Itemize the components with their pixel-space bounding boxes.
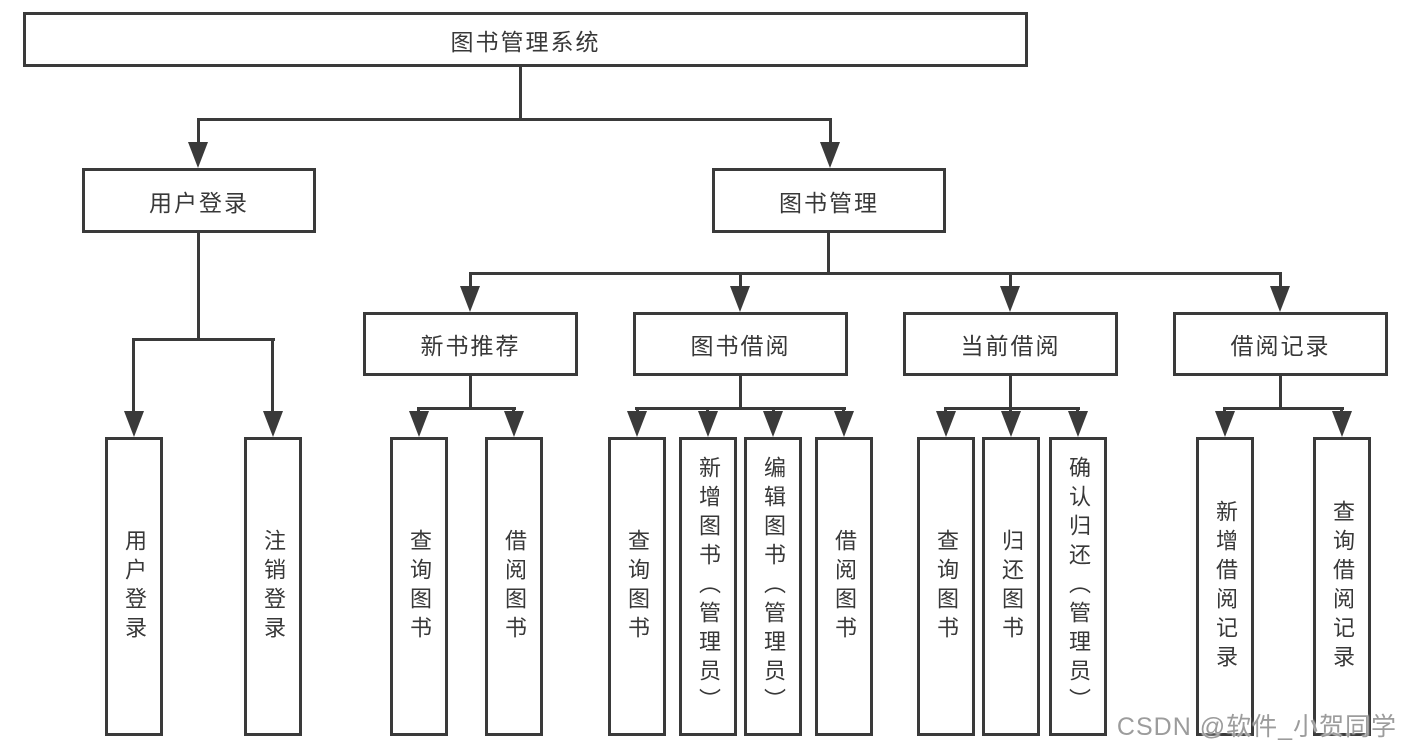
arrowhead-icon xyxy=(763,411,783,437)
node-root-system: 图书管理系统 xyxy=(23,12,1028,67)
connector-book-mgmt-rail xyxy=(469,272,1282,275)
arrowhead-icon xyxy=(820,142,840,168)
leaf-nbr-borrow-books: 借阅图书 xyxy=(485,437,543,736)
connector-stem xyxy=(132,338,135,413)
node-book-management: 图书管理 xyxy=(712,168,946,233)
csdn-watermark: CSDN @软件_小贺同学 xyxy=(1116,713,1397,741)
leaf-logout-label: 注销登录 xyxy=(261,528,286,645)
arrowhead-icon xyxy=(1000,286,1020,312)
connector-book-mgmt-trunk xyxy=(827,233,830,272)
connector-stem xyxy=(1009,272,1012,290)
leaf-cb-confirm-return-admin: 确认归还（管理员） xyxy=(1049,437,1107,736)
node-book-management-label: 图书管理 xyxy=(779,189,879,216)
leaf-bb-query-books: 查询图书 xyxy=(608,437,666,736)
connector-root-trunk xyxy=(519,67,522,118)
connector-bb-trunk xyxy=(739,376,742,407)
arrowhead-icon xyxy=(1215,411,1235,437)
leaf-bb-add-books-admin: 新增图书（管理员） xyxy=(679,437,737,736)
connector-user-login-trunk xyxy=(197,233,200,338)
leaf-bb-borrow-books: 借阅图书 xyxy=(815,437,873,736)
leaf-cb-query-books: 查询图书 xyxy=(917,437,975,736)
arrowhead-icon xyxy=(1001,411,1021,437)
arrowhead-icon xyxy=(1332,411,1352,437)
leaf-user-login: 用户登录 xyxy=(105,437,163,736)
node-new-book-recommend: 新书推荐 xyxy=(363,312,578,376)
arrowhead-icon xyxy=(124,411,144,437)
node-new-book-recommend-label: 新书推荐 xyxy=(420,333,521,359)
node-borrow-records: 借阅记录 xyxy=(1173,312,1388,376)
arrowhead-icon xyxy=(263,411,283,437)
connector-stem xyxy=(197,118,200,146)
connector-cb-trunk xyxy=(1009,376,1012,407)
connector-nbr-rail xyxy=(417,407,516,410)
leaf-br-add-record: 新增借阅记录 xyxy=(1196,437,1254,736)
connector-br-trunk xyxy=(1279,376,1282,407)
leaf-logout: 注销登录 xyxy=(244,437,302,736)
connector-br-rail xyxy=(1223,407,1344,410)
node-current-borrow: 当前借阅 xyxy=(903,312,1118,376)
leaf-bb-borrow-books-label: 借阅图书 xyxy=(832,528,857,645)
leaf-cb-return-books: 归还图书 xyxy=(982,437,1040,736)
leaf-bb-query-books-label: 查询图书 xyxy=(625,528,650,645)
connector-level1-rail xyxy=(197,118,832,121)
arrowhead-icon xyxy=(936,411,956,437)
node-book-borrow: 图书借阅 xyxy=(633,312,848,376)
arrowhead-icon xyxy=(627,411,647,437)
leaf-br-add-record-label: 新增借阅记录 xyxy=(1213,499,1238,674)
connector-nbr-trunk xyxy=(469,376,472,407)
node-book-borrow-label: 图书借阅 xyxy=(690,333,791,359)
leaf-cb-confirm-return-admin-label: 确认归还（管理员） xyxy=(1066,456,1091,717)
arrowhead-icon xyxy=(698,411,718,437)
leaf-br-query-record-label: 查询借阅记录 xyxy=(1330,499,1355,674)
connector-stem xyxy=(829,118,832,146)
arrowhead-icon xyxy=(504,411,524,437)
leaf-cb-return-books-label: 归还图书 xyxy=(999,528,1024,645)
leaf-nbr-query-books-label: 查询图书 xyxy=(407,528,432,645)
connector-user-login-rail xyxy=(133,338,275,341)
leaf-nbr-borrow-books-label: 借阅图书 xyxy=(502,528,527,645)
leaf-user-login-label: 用户登录 xyxy=(122,528,147,645)
arrowhead-icon xyxy=(730,286,750,312)
leaf-bb-edit-books-admin-label: 编辑图书（管理员） xyxy=(761,456,786,717)
connector-cb-rail xyxy=(944,407,1080,410)
leaf-nbr-query-books: 查询图书 xyxy=(390,437,448,736)
connector-stem xyxy=(469,272,472,290)
connector-stem xyxy=(739,272,742,290)
arrowhead-icon xyxy=(409,411,429,437)
leaf-bb-edit-books-admin: 编辑图书（管理员） xyxy=(744,437,802,736)
connector-stem xyxy=(1279,272,1282,290)
leaf-br-query-record: 查询借阅记录 xyxy=(1313,437,1371,736)
node-root-label: 图书管理系统 xyxy=(450,28,601,55)
arrowhead-icon xyxy=(188,142,208,168)
connector-stem xyxy=(271,338,274,413)
connector-bb-rail xyxy=(635,407,846,410)
node-user-login: 用户登录 xyxy=(82,168,316,233)
leaf-cb-query-books-label: 查询图书 xyxy=(934,528,959,645)
arrowhead-icon xyxy=(834,411,854,437)
node-current-borrow-label: 当前借阅 xyxy=(960,333,1061,359)
leaf-bb-add-books-admin-label: 新增图书（管理员） xyxy=(696,456,721,717)
node-user-login-label: 用户登录 xyxy=(149,189,249,216)
arrowhead-icon xyxy=(1068,411,1088,437)
node-borrow-records-label: 借阅记录 xyxy=(1230,333,1331,359)
arrowhead-icon xyxy=(460,286,480,312)
arrowhead-icon xyxy=(1270,286,1290,312)
